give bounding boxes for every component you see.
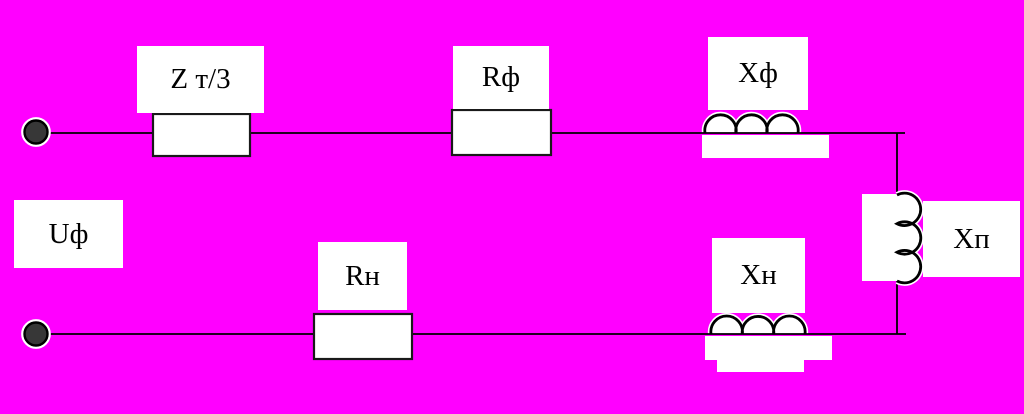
coil-stroke <box>703 113 800 134</box>
label-source-voltage: Uф <box>14 200 123 268</box>
label-load-reactance: Xн <box>712 238 805 313</box>
coil-stroke <box>893 191 923 285</box>
load-resistance-resistor-box <box>312 312 414 361</box>
load-reactance-inductor-coil <box>707 313 809 335</box>
coil-stroke <box>709 314 807 335</box>
terminal <box>23 321 49 347</box>
terminal-halo <box>21 319 51 349</box>
phase-resistance-resistor-box <box>450 108 553 157</box>
label-phase-reactance: Xф <box>708 37 808 110</box>
label-transformer-impedance: Z т/3 <box>137 46 264 113</box>
label-phase-resistance: Rф <box>453 46 549 109</box>
bottom-terminal-dot <box>21 319 51 349</box>
terminal <box>23 119 49 145</box>
phase-reactance-filler-panel <box>702 135 829 158</box>
load-reactance-filler-panel <box>705 336 832 360</box>
label-load-resistance: Rн <box>318 242 407 310</box>
transformer-impedance-resistor-box <box>151 112 252 158</box>
load-reactance-filler-panel-2 <box>717 360 804 372</box>
shunt-reactance-inductor-coil <box>890 190 924 286</box>
terminal-halo <box>21 117 51 147</box>
label-shunt-reactance: Xп <box>923 201 1020 277</box>
phase-reactance-inductor-coil <box>701 111 802 134</box>
shunt-reactance-filler-panel <box>862 194 898 281</box>
top-terminal-dot <box>21 117 51 147</box>
